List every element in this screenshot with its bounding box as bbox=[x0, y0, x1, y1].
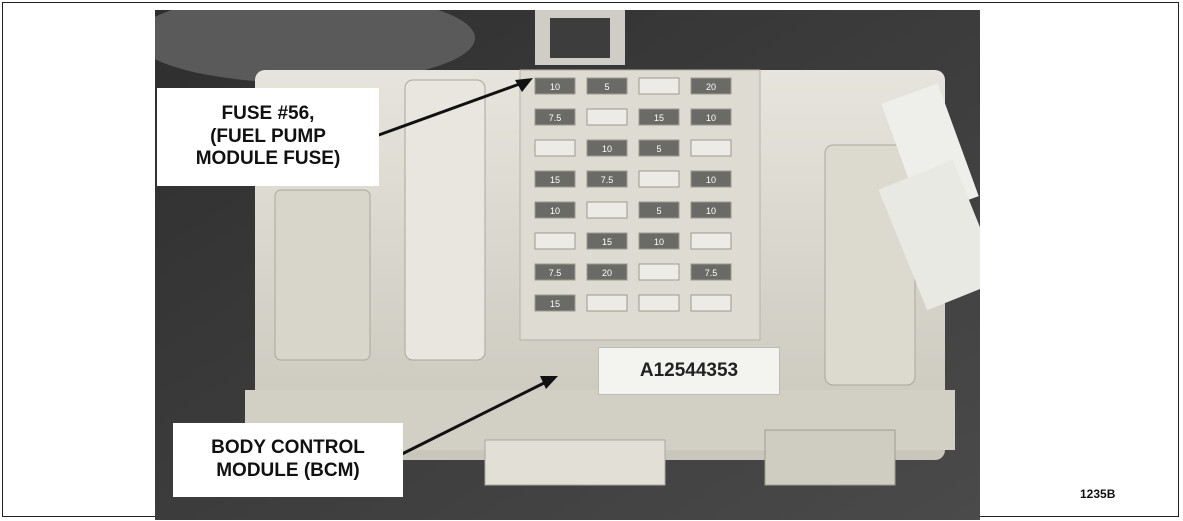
fuse-label: 5 bbox=[656, 144, 661, 154]
fuse-label: 10 bbox=[706, 113, 716, 123]
fuse-label: 15 bbox=[654, 113, 664, 123]
fuse-label: 15 bbox=[550, 299, 560, 309]
fuse-slot bbox=[534, 139, 576, 157]
arrow-bcm bbox=[399, 378, 551, 457]
bcm-callout-line-2: MODULE (BCM) bbox=[216, 460, 360, 481]
fuse-callout-line-1: FUSE #56, bbox=[221, 102, 315, 124]
fuse-slot bbox=[690, 170, 732, 188]
fuse-label: 10 bbox=[654, 237, 664, 247]
fuse-grid: 10 5 20 7.5 15 10 10 5 15 7.5 10 10 5 10 15 10 7.5 20 7.5 1… bbox=[534, 77, 732, 312]
fuse-label: 10 bbox=[706, 175, 716, 185]
fuse-slot bbox=[690, 139, 732, 157]
fuse-slot bbox=[690, 294, 732, 312]
part-number-label: A12544353 bbox=[598, 347, 780, 395]
fuse-slot bbox=[638, 108, 680, 126]
fuse-label: 10 bbox=[550, 82, 560, 92]
fuse-slot bbox=[534, 108, 576, 126]
fuse-slot bbox=[534, 170, 576, 188]
fuse-slot bbox=[534, 294, 576, 312]
fuse-slot bbox=[534, 201, 576, 219]
fuse-slot bbox=[586, 201, 628, 219]
fuse-slot bbox=[690, 232, 732, 250]
fuse-label: 10 bbox=[706, 206, 716, 216]
fuse-slot bbox=[690, 108, 732, 126]
fuse-slot bbox=[690, 201, 732, 219]
fuse-label: 5 bbox=[604, 82, 609, 92]
fuse-label: 7.5 bbox=[549, 268, 562, 278]
bcm-callout: BODY CONTROL MODULE (BCM) bbox=[173, 423, 403, 497]
fuse-label: 7.5 bbox=[705, 268, 718, 278]
figure-id: 1235B bbox=[1080, 487, 1116, 501]
fuse-slot bbox=[638, 77, 680, 95]
fuse-label: 7.5 bbox=[601, 175, 614, 185]
fuse-slot bbox=[638, 232, 680, 250]
fuse-slot bbox=[638, 139, 680, 157]
fuse-slot bbox=[690, 263, 732, 281]
fuse-slot bbox=[638, 294, 680, 312]
fuse-slot bbox=[534, 232, 576, 250]
fuse-slot bbox=[638, 170, 680, 188]
fuse-slot bbox=[586, 232, 628, 250]
fuse-slot bbox=[586, 108, 628, 126]
fuse-slot bbox=[690, 77, 732, 95]
fuse-slot bbox=[586, 294, 628, 312]
fuse-slot bbox=[638, 263, 680, 281]
fuse-label: 20 bbox=[706, 82, 716, 92]
fuse-label: 15 bbox=[550, 175, 560, 185]
fuse-label: 15 bbox=[602, 237, 612, 247]
fuse-label: 10 bbox=[602, 144, 612, 154]
bcm-callout-line-1: BODY CONTROL bbox=[211, 437, 365, 459]
fuse-label: 20 bbox=[602, 268, 612, 278]
fuse-callout: FUSE #56, (FUEL PUMP MODULE FUSE) bbox=[157, 88, 379, 186]
fuse-slot bbox=[534, 263, 576, 281]
fuse-slot bbox=[586, 170, 628, 188]
fuse-slot bbox=[586, 263, 628, 281]
fuse-label: 5 bbox=[656, 206, 661, 216]
fuse-callout-line-3: MODULE FUSE) bbox=[195, 148, 341, 170]
fuse-label: 10 bbox=[550, 206, 560, 216]
fuse-callout-line-2: (FUEL PUMP bbox=[210, 125, 326, 147]
arrow-fuse bbox=[364, 80, 526, 142]
fuse-slot bbox=[586, 139, 628, 157]
fuse-slot bbox=[586, 77, 628, 95]
fuse-slot bbox=[534, 77, 576, 95]
fuse-slot bbox=[638, 201, 680, 219]
fuse-label: 7.5 bbox=[549, 113, 562, 123]
